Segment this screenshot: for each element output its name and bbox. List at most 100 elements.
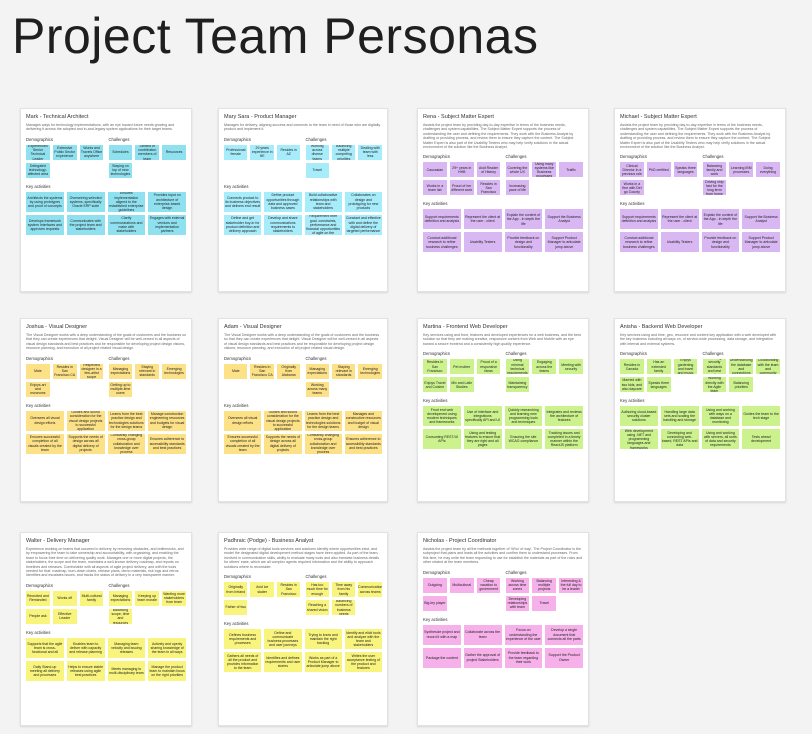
activity-sticky-note[interactable]: Guides and sound consideration for the v… <box>264 410 302 431</box>
activity-sticky-note[interactable]: Usability Testers <box>463 232 502 253</box>
activity-sticky-note[interactable]: Identify and elicit tools and analyze wi… <box>344 629 382 650</box>
activity-sticky-note[interactable]: Manage the product team to maintain focu… <box>148 660 186 681</box>
activity-sticky-note[interactable]: Manages and constructive resources and b… <box>344 410 382 431</box>
demographic-sticky-note[interactable]: Works in a firm with Del go County <box>620 180 644 196</box>
activity-sticky-note[interactable]: Gathers all needs of all the product and… <box>224 652 262 673</box>
activity-sticky-note[interactable]: Front end web development using modern t… <box>423 406 461 427</box>
activity-sticky-note[interactable]: Synthesize project and record it with a … <box>423 624 461 645</box>
demographic-sticky-note[interactable]: Pet mother <box>449 359 474 375</box>
activity-sticky-note[interactable]: Represent the client at the user - clien… <box>660 209 699 230</box>
challenge-sticky-note[interactable]: Emerging technologies <box>162 363 186 379</box>
demographic-sticky-note[interactable]: Has an extended family <box>646 359 671 375</box>
challenge-sticky-note[interactable]: Reaching a shared vision <box>305 600 329 616</box>
demographic-sticky-note[interactable]: Works off <box>52 590 77 606</box>
activity-sticky-note[interactable]: Supports the needs of design across all … <box>264 433 302 454</box>
activity-sticky-note[interactable]: Using and testing features to ensure tha… <box>463 429 502 450</box>
challenge-sticky-note[interactable]: Managing expectations <box>108 590 133 606</box>
demographic-sticky-note[interactable]: Avid ice skater <box>250 582 274 598</box>
challenge-sticky-note[interactable]: Working across time zones <box>505 577 530 593</box>
demographic-sticky-note[interactable]: Resides in San Francisco <box>423 359 447 375</box>
activity-sticky-note[interactable]: Writes the user acceptance testing of th… <box>344 652 382 673</box>
activity-sticky-note[interactable]: Ensures successful completion of all vis… <box>26 433 64 454</box>
activity-sticky-note[interactable]: Usability Testers <box>660 232 699 253</box>
demographic-sticky-note[interactable]: Father of two <box>224 600 248 616</box>
challenge-sticky-note[interactable]: Has too much time for enough <box>305 582 329 598</box>
activity-sticky-note[interactable]: Authoring cloud-based security cluster s… <box>620 406 658 427</box>
activity-sticky-note[interactable]: Constantly changing cross-group collabor… <box>107 433 146 454</box>
challenge-sticky-note[interactable]: Maintaining transparency <box>505 377 530 393</box>
demographic-sticky-note[interactable]: Married with two kids, and also daycare <box>620 377 644 393</box>
demographic-sticky-note[interactable]: Caucasian <box>423 162 447 178</box>
activity-sticky-note[interactable]: Represent the client at the user - clien… <box>463 209 502 230</box>
demographic-sticky-note[interactable]: Originally from Alabama <box>276 363 301 379</box>
activity-sticky-note[interactable]: Provide feedback on design and functiona… <box>504 232 543 253</box>
challenge-sticky-note[interactable]: Resources <box>162 144 186 160</box>
demographic-sticky-note[interactable]: Enjoys Travel and Cuisine <box>423 377 447 393</box>
demographic-sticky-note[interactable]: Resides in Canada <box>620 359 644 375</box>
activity-sticky-note[interactable]: Supports that the agile team is cross-fu… <box>26 637 64 658</box>
challenge-sticky-note[interactable]: Collaborating with the team and communit… <box>756 359 780 375</box>
activity-sticky-note[interactable]: Daily Stand-up meeting all delivery and … <box>26 660 64 681</box>
activity-sticky-note[interactable]: Trying to know and maintain the right ba… <box>304 629 342 650</box>
challenge-sticky-note[interactable]: Working directly with the Agile team <box>702 377 727 393</box>
demographic-sticky-note[interactable]: Resides in San Francisco <box>276 582 301 598</box>
demographic-sticky-note[interactable]: Works and Travels Office anywhere <box>79 144 104 160</box>
demographic-sticky-note[interactable]: Speaks three languages <box>673 162 698 178</box>
demographic-sticky-note[interactable]: Resides in AZ <box>276 144 301 160</box>
activity-sticky-note[interactable]: Provides input on architecture of enterp… <box>148 191 186 212</box>
activity-sticky-note[interactable]: Ensures implementation aligned to the es… <box>107 191 146 212</box>
activity-sticky-note[interactable]: Helps to ensure stable releases using ag… <box>66 660 105 681</box>
activity-sticky-note[interactable]: Using and working with ways on a databas… <box>701 406 740 427</box>
demographic-sticky-note[interactable]: Resides in San Francisco CA <box>250 363 274 379</box>
challenge-sticky-note[interactable]: Increasing pace of life <box>505 180 530 196</box>
activity-sticky-note[interactable]: Constantly changing cross-group collabor… <box>304 433 342 454</box>
activity-sticky-note[interactable]: Ensures adherence to accessibility stand… <box>344 433 382 454</box>
demographic-sticky-note[interactable]: Big-ley player <box>423 595 447 611</box>
activity-sticky-note[interactable]: Explain the context of the App - in dept… <box>504 209 543 230</box>
activity-sticky-note[interactable]: Focus on understanding the experience of… <box>504 624 543 645</box>
demographic-sticky-note[interactable]: Multi-cultural family <box>79 590 104 606</box>
activity-sticky-note[interactable]: Package the content <box>423 647 461 668</box>
activity-sticky-note[interactable]: Quickly researching and learning new pro… <box>504 406 543 427</box>
demographic-sticky-note[interactable]: PhD certified <box>646 162 671 178</box>
demographic-sticky-note[interactable]: Proud of her different work <box>449 180 474 196</box>
activity-sticky-note[interactable]: Enables team to deliver with capacity an… <box>66 637 105 658</box>
activity-sticky-note[interactable]: Defines business requirements and proces… <box>224 629 262 650</box>
demographic-sticky-note[interactable]: Experienced Senior Technical Leader <box>26 144 50 160</box>
activity-sticky-note[interactable]: Define and get stakeholder buy-in for pr… <box>224 214 262 235</box>
challenge-sticky-note[interactable]: Learning IBM processes <box>729 162 754 178</box>
activity-sticky-note[interactable]: Communicates with the project team and s… <box>66 214 105 235</box>
activity-sticky-note[interactable]: Develop and share communications require… <box>264 214 302 235</box>
challenge-sticky-note[interactable]: Covering the whole UX <box>505 162 530 178</box>
activity-sticky-note[interactable]: Collaborates on design and prototyping f… <box>344 191 382 212</box>
activity-sticky-note[interactable]: Handling large data sets and scaling the… <box>660 406 699 427</box>
challenge-sticky-note[interactable]: Limited of contribution members of team <box>135 144 160 160</box>
challenge-sticky-note[interactable]: Using many systems like Business process… <box>532 162 557 178</box>
demographic-sticky-note[interactable]: Recruited and Remanded <box>26 590 50 606</box>
demographic-sticky-note[interactable]: Enjoys art and museums <box>26 381 50 397</box>
activity-sticky-note[interactable]: Define and communicate business processe… <box>264 629 302 650</box>
demographic-sticky-note[interactable]: 29+ years in HHB <box>449 162 474 178</box>
demographic-sticky-note[interactable]: Extensive Public Sector experience <box>52 144 77 160</box>
challenge-sticky-note[interactable]: Schedules <box>108 144 133 160</box>
challenge-sticky-note[interactable]: Working across diverse teams <box>305 144 329 160</box>
activity-sticky-note[interactable]: Oversees all visual design efforts <box>26 410 64 431</box>
activity-sticky-note[interactable]: Gather the approval of project Stakehold… <box>463 647 502 668</box>
demographic-sticky-note[interactable]: Outgoing <box>423 577 447 593</box>
activity-sticky-note[interactable]: Managing team velocity and issuing relea… <box>107 637 146 658</box>
activity-sticky-note[interactable]: Clarify communications and make with sta… <box>107 214 146 235</box>
demographic-sticky-note[interactable]: Resides in San Francisco <box>476 180 501 196</box>
activity-sticky-note[interactable]: Support Product Manager to articulate ju… <box>545 232 583 253</box>
challenge-sticky-note[interactable]: Staying on top of new technologies <box>108 162 133 178</box>
challenge-sticky-note[interactable]: Doing everything <box>756 162 780 178</box>
challenge-sticky-note[interactable]: Developing relationships with team <box>505 595 530 611</box>
activity-sticky-note[interactable]: Collaborate across the team <box>463 624 502 645</box>
challenge-sticky-note[interactable]: Balancing family and work <box>702 162 727 178</box>
